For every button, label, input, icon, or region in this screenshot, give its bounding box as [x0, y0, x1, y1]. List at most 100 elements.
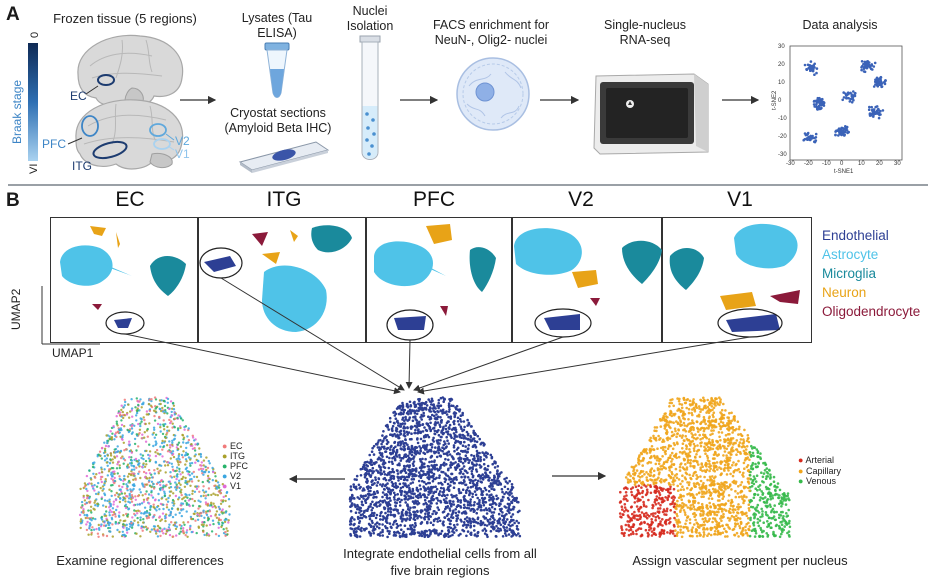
scatter-point [499, 527, 502, 531]
scatter-point [454, 435, 457, 438]
scatter-point [133, 442, 137, 446]
scatter-point [408, 514, 411, 517]
scatter-point [506, 487, 510, 491]
scatter-point [391, 424, 395, 428]
scatter-point [107, 445, 110, 448]
scatter-point [149, 458, 152, 462]
scatter-point [436, 446, 440, 450]
scatter-point [646, 483, 650, 487]
scatter-point [102, 524, 106, 527]
scatter-point [105, 510, 108, 513]
scatter-point [205, 510, 208, 513]
slide-icon [238, 141, 330, 173]
scatter-point [389, 513, 393, 517]
scatter-point [100, 468, 103, 471]
scatter-point [749, 516, 752, 520]
scatter-point [402, 478, 406, 482]
scatter-point [706, 514, 710, 517]
scatter-point [433, 432, 437, 436]
scatter-point [86, 514, 89, 517]
scatter-point [196, 442, 199, 445]
scatter-point [702, 495, 705, 498]
scatter-point [671, 480, 674, 484]
scatter-point [139, 476, 142, 480]
scatter-point [419, 532, 423, 536]
scatter-point [681, 531, 685, 534]
scatter-point [452, 527, 455, 531]
scatter-point [756, 450, 760, 453]
scatter-point [496, 497, 500, 500]
scatter-point [95, 473, 98, 476]
scatter-point [128, 440, 131, 443]
scatter-point [212, 470, 215, 474]
scatter-point [186, 470, 189, 473]
scatter-point [691, 503, 695, 506]
scatter-point [378, 526, 381, 530]
scatter-point [180, 477, 183, 481]
scatter-point [148, 472, 152, 475]
scatter-point [742, 494, 746, 497]
scatter-point [446, 505, 450, 508]
scatter-point [840, 126, 843, 130]
scatter-point [656, 525, 660, 528]
scatter-point [851, 95, 855, 99]
scatter-point [655, 459, 659, 462]
scatter-point [224, 530, 227, 534]
scatter-point [417, 471, 421, 474]
scatter-point [194, 461, 197, 464]
scatter-point [515, 496, 518, 500]
region-title-v1: V1 [727, 188, 753, 211]
scatter-point [149, 505, 152, 508]
scatter-point [476, 457, 480, 461]
scatter-point [366, 492, 370, 496]
scatter-point [399, 433, 402, 436]
scatter-point [136, 494, 140, 498]
scatter-point [124, 519, 127, 522]
scatter-point [389, 451, 392, 455]
scatter-point [870, 63, 874, 66]
scatter-point [108, 488, 111, 491]
scatter-point [498, 502, 501, 505]
scatter-point [188, 526, 192, 529]
scatter-point [466, 432, 470, 436]
scatter-point [682, 416, 685, 420]
scatter-point [719, 517, 722, 520]
scatter-point [861, 64, 864, 68]
scatter-point [211, 519, 215, 522]
scatter-point [140, 406, 143, 409]
scatter-point [147, 497, 150, 500]
scatter-point [727, 469, 730, 472]
scatter-point [473, 490, 477, 493]
scatter-point [459, 468, 462, 471]
scatter-point [123, 496, 126, 500]
scatter-point [399, 459, 403, 462]
scatter-point [465, 526, 468, 529]
scatter-point [493, 518, 496, 522]
scatter-point [671, 457, 674, 461]
scatter-point [479, 487, 483, 491]
scatter-point [146, 427, 149, 431]
scatter-point [448, 423, 452, 427]
scatter-point [820, 103, 823, 106]
scatter-point [490, 511, 494, 514]
scatter-point [870, 105, 873, 109]
scatter-point [360, 500, 364, 504]
scatter-point [176, 485, 179, 488]
scatter-point [173, 475, 176, 478]
scatter-point [446, 526, 450, 529]
scatter-point [397, 434, 400, 438]
scatter-point [172, 492, 175, 495]
scatter-point [139, 491, 142, 494]
scatter-point [696, 430, 700, 433]
scatter-point [640, 486, 643, 489]
scatter-point [415, 421, 419, 425]
scatter-point [172, 455, 176, 459]
scatter-point [433, 463, 436, 467]
scatter-point [165, 483, 168, 487]
scatter-point [113, 456, 117, 459]
scatter-point [707, 438, 711, 441]
scatter-point [373, 482, 376, 485]
scatter-point [116, 505, 119, 508]
scatter-point [466, 500, 470, 503]
sequencer-icon [593, 73, 709, 155]
